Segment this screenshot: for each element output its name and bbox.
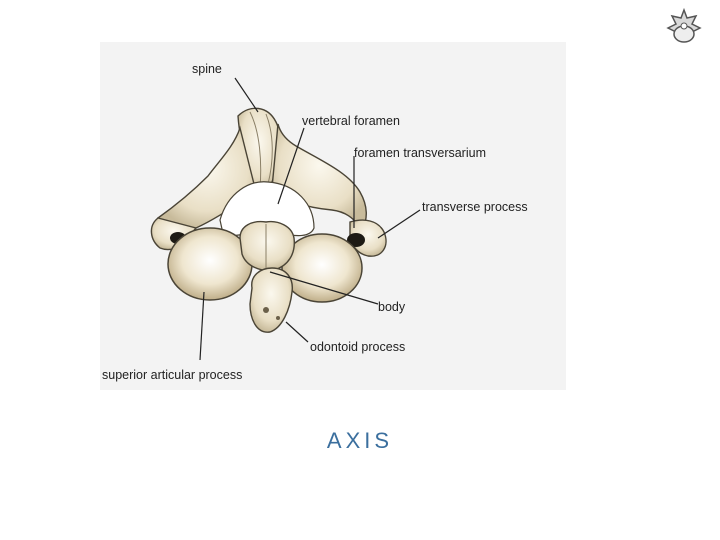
leader-vertebral-foramen: [277, 127, 305, 205]
leader-superior-articular: [199, 291, 205, 361]
label-foramen-transversarium: foramen transversarium: [354, 146, 486, 160]
vertebral-body: [239, 220, 295, 272]
right-superior-articular-facet: [281, 233, 363, 303]
label-superior-articular-process: superior articular process: [102, 368, 243, 382]
odontoid-process: [249, 267, 293, 333]
leader-spine: [234, 77, 259, 113]
vertebra-logo-icon: [660, 4, 708, 52]
label-transverse-process: transverse process: [422, 200, 528, 214]
label-body: body: [378, 300, 406, 314]
slide-title: AXIS: [326, 428, 394, 453]
label-spine: spine: [192, 62, 222, 76]
leader-lines: [199, 77, 421, 361]
leader-odontoid: [285, 321, 309, 343]
axis-vertebra-figure: spine vertebral foramen foramen transver…: [100, 42, 566, 390]
leader-body: [269, 271, 379, 305]
leader-transverse-process: [377, 209, 421, 239]
axis-vertebra-illustration: [150, 77, 421, 361]
label-vertebral-foramen: vertebral foramen: [302, 114, 400, 128]
right-foramen-transversarium: [347, 233, 365, 247]
label-odontoid-process: odontoid process: [310, 340, 406, 354]
